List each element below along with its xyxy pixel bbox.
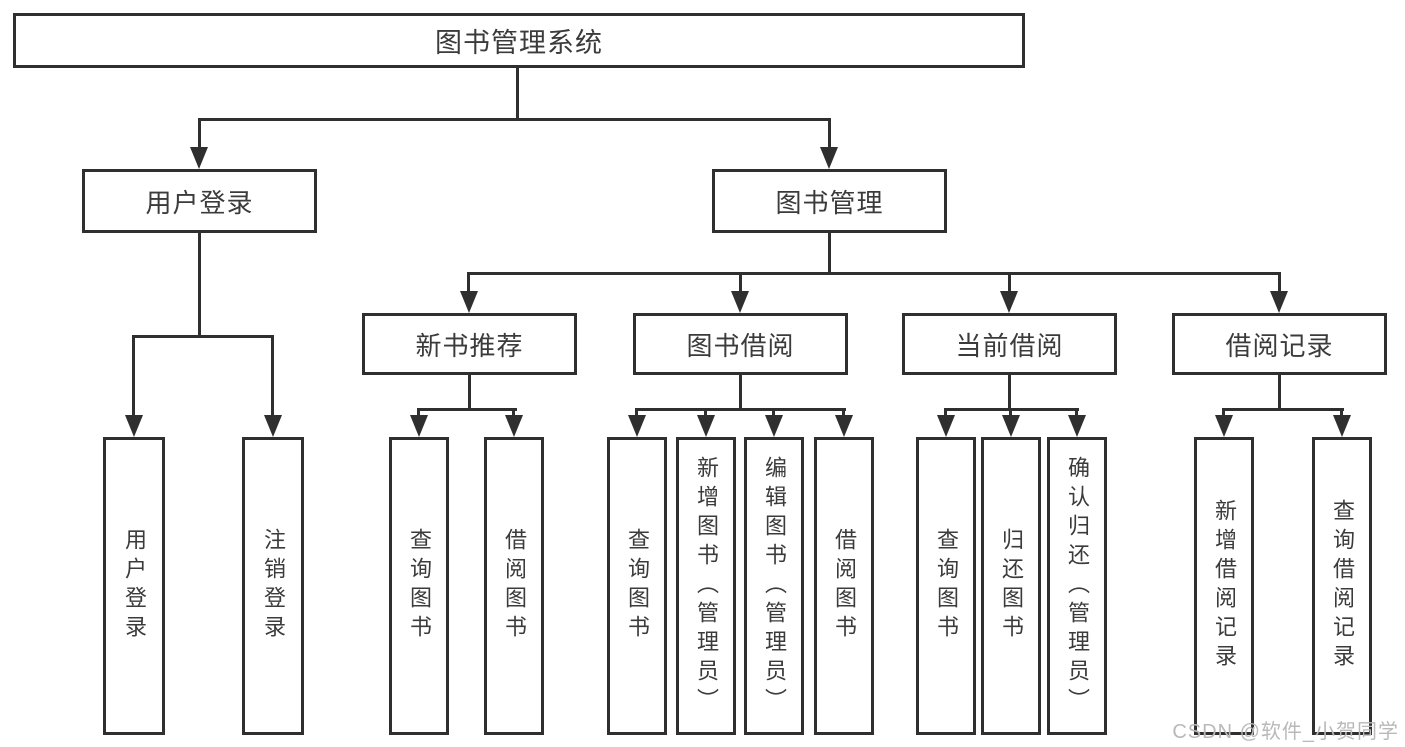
leaf-label: 注销登录	[261, 528, 286, 644]
connector-line	[1340, 408, 1343, 418]
connector-line	[417, 408, 420, 418]
connector-line	[842, 408, 845, 418]
arrowhead-down-icon	[125, 415, 143, 437]
leaf-user-login: 用户登录	[103, 437, 165, 735]
connector-line	[198, 118, 201, 150]
arrowhead-down-icon	[1000, 291, 1018, 313]
arrowhead-down-icon	[460, 291, 478, 313]
node-root: 图书管理系统	[13, 13, 1025, 68]
leaf-logout: 注销登录	[242, 437, 304, 735]
connector-line	[739, 375, 742, 410]
leaf-confirm-return-admin: 确认归还（管理员）	[1047, 437, 1107, 735]
connector-line	[1008, 272, 1011, 294]
arrowhead-down-icon	[1215, 415, 1233, 437]
arrowhead-down-icon	[1270, 291, 1288, 313]
leaf-query-borrow-record: 查询借阅记录	[1312, 437, 1372, 735]
leaf-label: 查询借阅记录	[1330, 499, 1355, 673]
connector-line	[1009, 408, 1012, 418]
leaf-add-books-admin: 新增图书（管理员）	[676, 437, 736, 735]
arrowhead-down-icon	[835, 415, 853, 437]
connector-line	[1278, 375, 1281, 410]
arrowhead-down-icon	[1068, 415, 1086, 437]
connector-line	[828, 233, 831, 275]
node-current-borrowing: 当前借阅	[902, 313, 1117, 375]
connector-line	[271, 335, 274, 418]
arrowhead-down-icon	[190, 147, 208, 169]
connector-line	[417, 408, 517, 411]
connector-line	[468, 375, 471, 410]
node-book-borrowing: 图书借阅	[633, 313, 848, 375]
connector-line	[516, 68, 519, 118]
connector-line	[467, 272, 1281, 275]
leaf-label: 确认归还（管理员）	[1065, 455, 1090, 717]
node-new-book-recommend: 新书推荐	[362, 313, 577, 375]
arrowhead-down-icon	[731, 291, 749, 313]
leaf-query-books-borrowing: 查询图书	[607, 437, 667, 735]
leaf-borrow-books: 借阅图书	[814, 437, 874, 735]
node-book-management: 图书管理	[712, 169, 947, 233]
arrowhead-down-icon	[505, 415, 523, 437]
arrowhead-down-icon	[765, 415, 783, 437]
leaf-label: 新增图书（管理员）	[694, 455, 719, 717]
leaf-label: 用户登录	[122, 528, 147, 644]
connector-line	[198, 233, 201, 335]
leaf-label: 借阅图书	[832, 528, 857, 644]
connector-line	[512, 408, 515, 418]
arrowhead-down-icon	[628, 415, 646, 437]
connector-line	[132, 335, 274, 338]
leaf-return-books: 归还图书	[981, 437, 1041, 735]
connector-line	[132, 335, 135, 418]
arrowhead-down-icon	[264, 415, 282, 437]
arrowhead-down-icon	[697, 415, 715, 437]
connector-line	[1075, 408, 1078, 418]
leaf-edit-books-admin: 编辑图书（管理员）	[744, 437, 804, 735]
arrowhead-down-icon	[1002, 415, 1020, 437]
arrowhead-down-icon	[820, 147, 838, 169]
arrowhead-down-icon	[937, 415, 955, 437]
leaf-label: 编辑图书（管理员）	[762, 455, 787, 717]
connector-line	[467, 272, 470, 294]
leaf-add-borrow-record: 新增借阅记录	[1194, 437, 1254, 735]
arrowhead-down-icon	[410, 415, 428, 437]
leaf-label: 归还图书	[999, 528, 1024, 644]
leaf-query-books-recommend: 查询图书	[389, 437, 449, 735]
csdn-watermark: CSDN @软件_小贺同学	[1172, 721, 1399, 743]
connector-line	[198, 118, 831, 121]
arrowhead-down-icon	[1333, 415, 1351, 437]
node-user-login: 用户登录	[82, 169, 317, 233]
connector-line	[1222, 408, 1225, 418]
connector-line	[704, 408, 707, 418]
connector-line	[1278, 272, 1281, 294]
leaf-borrow-books-recommend: 借阅图书	[484, 437, 544, 735]
connector-line	[1222, 408, 1344, 411]
connector-line	[635, 408, 846, 411]
leaf-label: 查询图书	[625, 528, 650, 644]
leaf-query-books-current: 查询图书	[916, 437, 976, 735]
connector-line	[1008, 375, 1011, 410]
connector-line	[772, 408, 775, 418]
leaf-label: 新增借阅记录	[1212, 499, 1237, 673]
leaf-label: 借阅图书	[502, 528, 527, 644]
connector-line	[944, 408, 947, 418]
leaf-label: 查询图书	[934, 528, 959, 644]
connector-line	[635, 408, 638, 418]
node-borrowing-records: 借阅记录	[1172, 313, 1387, 375]
leaf-label: 查询图书	[407, 528, 432, 644]
connector-line	[828, 118, 831, 150]
connector-line	[739, 272, 742, 294]
